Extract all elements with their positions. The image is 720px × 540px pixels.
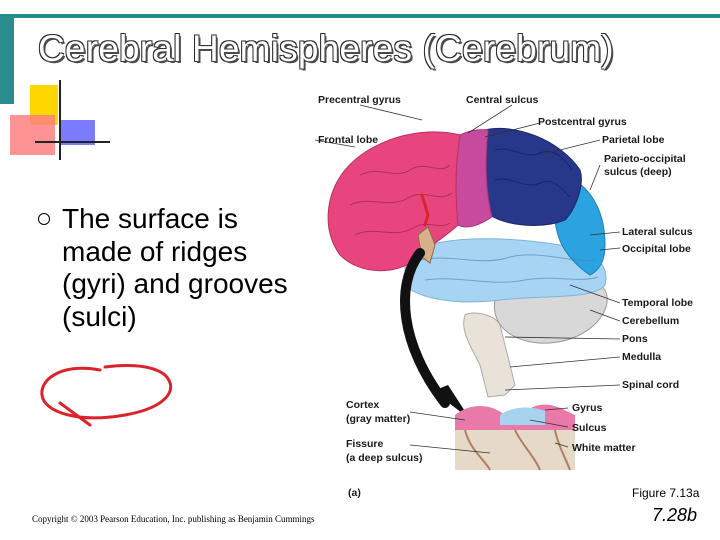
label-medulla: Medulla (622, 351, 661, 363)
red-annotation-mark (420, 193, 430, 227)
decorative-squares (10, 80, 110, 160)
label-fissure-1: Fissure (346, 438, 384, 450)
temporal-lobe-region (404, 238, 607, 303)
brainstem-region (463, 312, 516, 398)
label-parieto-occipital-2: sulcus (deep) (604, 166, 672, 178)
label-sulcus: Sulcus (572, 422, 607, 434)
bullet-text: The surface is made of ridges (gyri) and… (62, 203, 288, 332)
page-title: Cerebral Hemispheres (Cerebrum) (38, 28, 614, 69)
curved-arrow (400, 248, 450, 408)
header-rule (14, 14, 720, 18)
label-parieto-occipital-1: Parieto-occipital (604, 153, 686, 165)
figure-label: Figure 7.13a (632, 486, 700, 500)
label-occipital-lobe: Occipital lobe (622, 243, 691, 255)
slide-number: 7.28b (652, 505, 698, 525)
label-pons: Pons (622, 333, 648, 345)
label-postcentral-gyrus: Postcentral gyrus (538, 116, 627, 128)
arrow-head (433, 385, 470, 419)
label-frontal-lobe: Frontal lobe (318, 134, 378, 146)
cortex-cross-section (455, 404, 575, 471)
label-lateral-sulcus: Lateral sulcus (622, 226, 693, 238)
label-precentral-gyrus: Precentral gyrus (318, 94, 401, 106)
label-cortex-2: (gray matter) (346, 413, 410, 425)
label-gyrus: Gyrus (572, 402, 603, 414)
label-temporal-lobe: Temporal lobe (622, 297, 693, 309)
label-spinal-cord: Spinal cord (622, 379, 679, 391)
label-central-sulcus: Central sulcus (466, 94, 539, 106)
label-parietal-lobe: Parietal lobe (602, 134, 665, 146)
label-white-matter: White matter (572, 442, 636, 454)
bullet-icon (38, 213, 50, 225)
label-cerebellum: Cerebellum (622, 315, 679, 327)
handwritten-circle-annotation (40, 364, 173, 427)
label-cortex-1: Cortex (346, 399, 379, 411)
copyright-text: Copyright © 2003 Pearson Education, Inc.… (32, 514, 315, 524)
parietal-lobe-region (481, 127, 582, 226)
postcentral-gyrus-region (455, 129, 493, 228)
brain-diagram: Precentral gyrus Central sulcus Postcent… (314, 94, 693, 499)
header-left-bar (0, 14, 14, 104)
label-fissure-2: (a deep sulcus) (346, 452, 422, 464)
label-panel-a: (a) (348, 487, 361, 499)
